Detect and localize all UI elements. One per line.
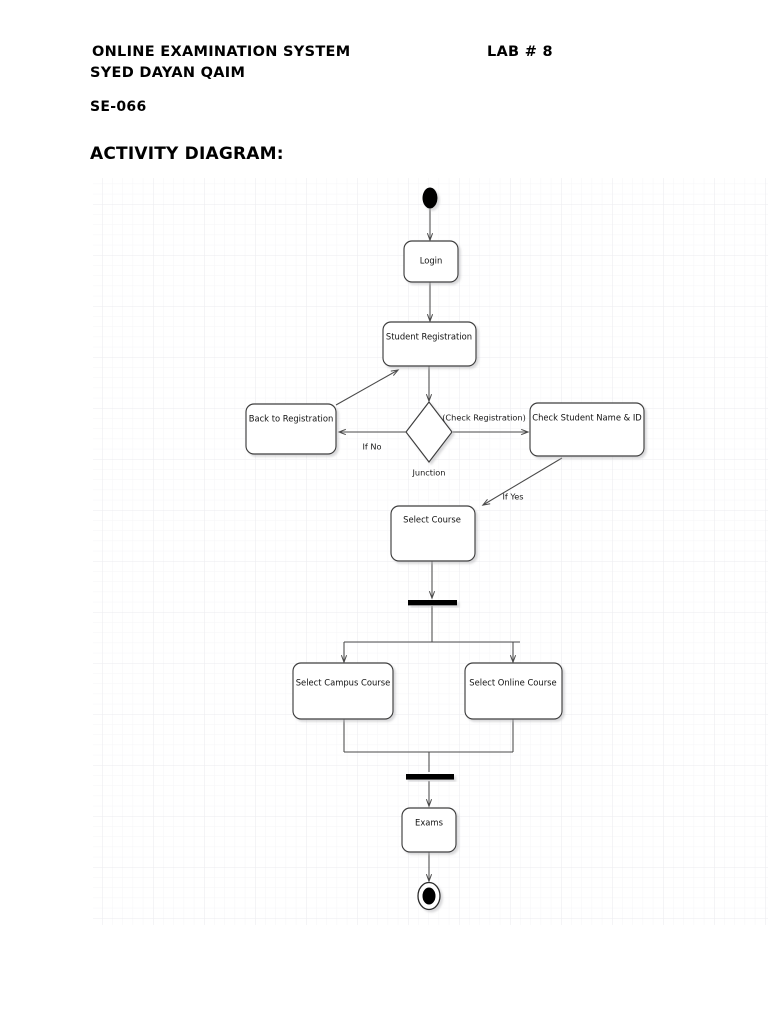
node-select-campus-course-shape[interactable] <box>292 662 394 720</box>
edge-check-student-to-select-course <box>483 457 563 505</box>
node-select-course-shape[interactable] <box>390 505 476 562</box>
final-node <box>417 881 441 911</box>
node-exams[interactable]: Exams <box>401 807 457 853</box>
node-select-online-course-shape[interactable] <box>464 662 563 720</box>
edge-label-check-registration: (Check Registration) <box>442 413 526 423</box>
join-bar <box>406 774 454 780</box>
author-name: SYED DAYAN QAIM <box>90 65 246 81</box>
node-student-registration-label: Student Registration <box>386 332 472 342</box>
node-select-online-course[interactable]: Select Online Course <box>464 662 563 720</box>
edge-label-if-no: If No <box>362 442 381 452</box>
initial-node <box>422 187 438 209</box>
node-exams-label: Exams <box>415 818 443 828</box>
node-select-campus-course-label: Select Campus Course <box>296 678 391 688</box>
final-node-core <box>422 887 436 905</box>
edge-back-to-registration-to-student-registration <box>335 370 398 406</box>
student-code: SE-066 <box>90 99 147 115</box>
node-login-shape[interactable] <box>403 240 459 283</box>
fork-bar <box>408 600 457 606</box>
node-check-student-name-id-shape[interactable] <box>529 402 645 457</box>
edge-layer <box>335 208 563 881</box>
node-back-to-registration[interactable]: Back to Registration <box>245 403 337 455</box>
node-login[interactable]: Login <box>403 240 459 283</box>
node-select-campus-course[interactable]: Select Campus Course <box>292 662 394 720</box>
edge-join-merge <box>343 719 514 772</box>
node-student-registration[interactable]: Student Registration <box>382 321 477 367</box>
node-junction-label: Junction <box>412 468 446 478</box>
node-check-student-name-id[interactable]: Check Student Name & ID <box>529 402 645 457</box>
node-select-course-label: Select Course <box>403 515 461 525</box>
node-select-online-course-label: Select Online Course <box>469 678 556 688</box>
edge-fork-split <box>343 606 520 661</box>
node-back-to-registration-label: Back to Registration <box>249 414 334 424</box>
header-first-line: ONLINE EXAMINATION SYSTEM LAB # 8 <box>92 44 692 64</box>
node-junction[interactable]: Junction <box>405 401 453 478</box>
node-back-to-registration-shape[interactable] <box>245 403 337 455</box>
decision-diamond[interactable] <box>405 401 453 463</box>
node-login-label: Login <box>420 256 443 266</box>
node-student-registration-shape[interactable] <box>382 321 477 367</box>
lab-number: LAB # 8 <box>487 44 553 60</box>
node-check-student-name-id-label: Check Student Name & ID <box>532 413 642 423</box>
page-title: ACTIVITY DIAGRAM: <box>90 144 284 164</box>
node-exams-shape[interactable] <box>401 807 457 853</box>
node-select-course[interactable]: Select Course <box>390 505 476 562</box>
edge-label-if-yes: If Yes <box>502 492 523 502</box>
document-title: ONLINE EXAMINATION SYSTEM <box>92 44 351 60</box>
